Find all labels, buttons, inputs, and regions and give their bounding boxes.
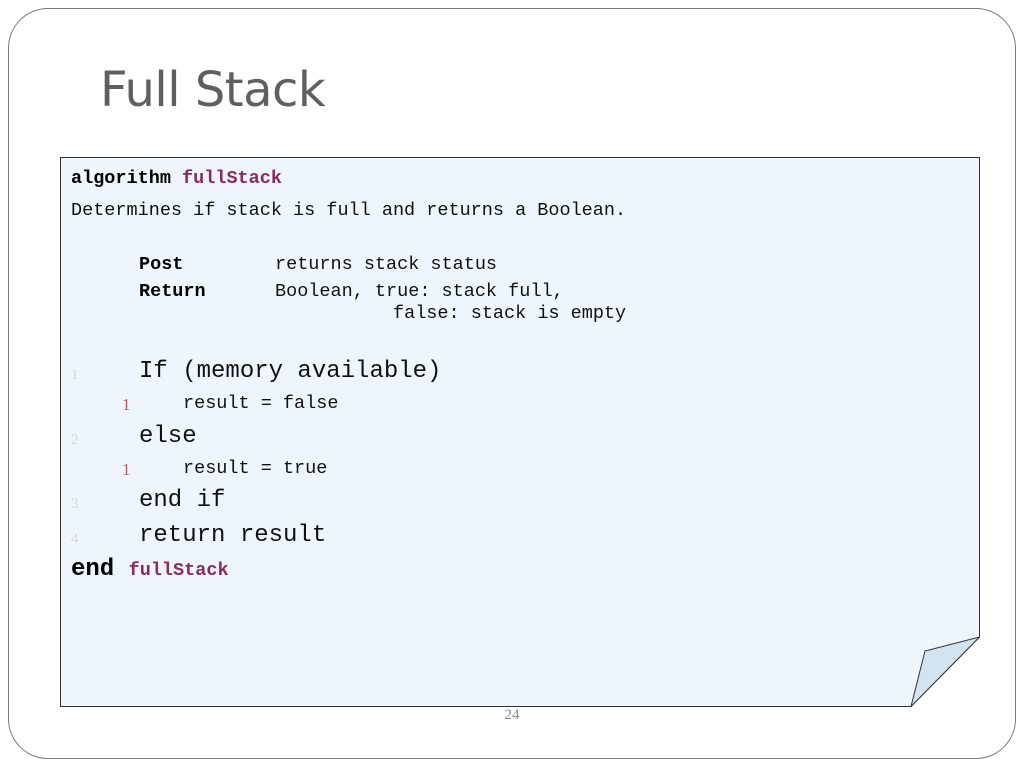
substep-text: result = false (183, 393, 339, 414)
substep-text: result = true (183, 458, 328, 479)
slide-title: Full Stack (100, 62, 326, 118)
substep-number: 1 (122, 395, 131, 414)
algorithm-description: Determines if stack is full and returns … (71, 200, 627, 221)
algorithm-box: algorithm fullStack Determines if stack … (60, 157, 980, 707)
algorithm-name: fullStack (182, 168, 282, 189)
return-text-1: Boolean, true: stack full, (275, 281, 564, 302)
post-label: Post (139, 254, 184, 275)
post-text: returns stack status (275, 254, 498, 275)
algorithm-footer: end fullStack (71, 556, 229, 583)
step-number: 3 (71, 496, 79, 512)
algorithm-keyword: algorithm (71, 168, 171, 189)
step-number: 1 (71, 367, 79, 383)
step-number: 4 (71, 531, 79, 547)
algorithm-box-background (60, 157, 980, 707)
return-label: Return (139, 281, 206, 302)
algorithm-code: algorithm fullStack Determines if stack … (60, 157, 980, 707)
algorithm-header: algorithm fullStack (71, 168, 282, 189)
step-text: If (memory available) (139, 358, 442, 385)
page-number: 24 (504, 707, 520, 723)
step-text: end if (139, 487, 226, 514)
step-text: return result (139, 522, 327, 549)
step-number: 2 (71, 432, 79, 448)
substep-number: 1 (122, 460, 131, 479)
step-text: else (139, 423, 197, 450)
end-algorithm-name: fullStack (128, 560, 229, 581)
end-keyword: end (71, 556, 115, 583)
return-text-2: false: stack is empty (393, 303, 627, 324)
page-curl-icon (910, 636, 980, 707)
